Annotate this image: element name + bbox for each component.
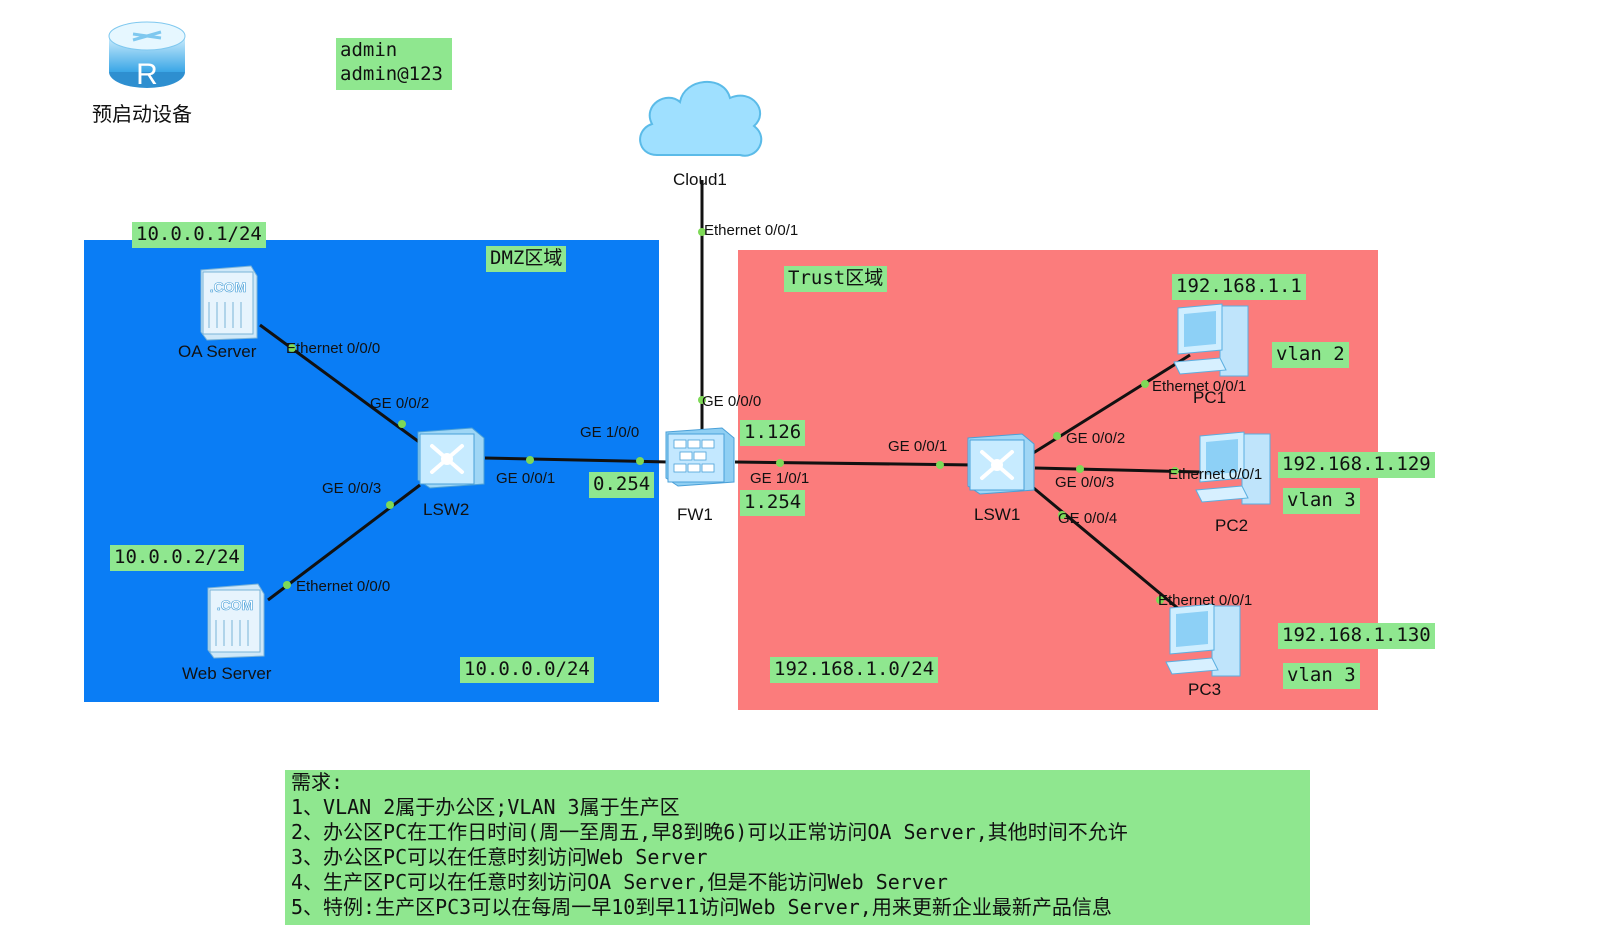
requirements-note: 需求: 1、VLAN 2属于办公区;VLAN 3属于生产区 2、办公区PC在工作… bbox=[285, 770, 1310, 925]
svg-text:.COM: .COM bbox=[217, 597, 254, 613]
lsw2-ge001-label: GE 0/0/1 bbox=[496, 470, 556, 487]
port-dot bbox=[386, 501, 394, 509]
web-server-icon[interactable]: .COM bbox=[200, 580, 270, 664]
requirement-item: 1、VLAN 2属于办公区;VLAN 3属于生产区 bbox=[291, 795, 680, 819]
fw-up-addr: 1.126 bbox=[740, 420, 806, 446]
requirement-item: 2、办公区PC在工作日时间(周一至周五,早8到晚6)可以正常访问OA Serve… bbox=[291, 820, 1128, 844]
requirement-item: 4、生产区PC可以在任意时刻访问OA Server,但是不能访问Web Serv… bbox=[291, 870, 948, 894]
oa-port-label: Ethernet 0/0/0 bbox=[286, 340, 381, 357]
pc1-name: PC1 bbox=[1193, 388, 1227, 407]
port-dot bbox=[288, 344, 296, 352]
lsw1-ge003-label: GE 0/0/3 bbox=[1055, 474, 1115, 491]
lsw2-ge002-label: GE 0/0/2 bbox=[370, 395, 430, 412]
link-fw-lsw1 bbox=[734, 460, 976, 467]
pc1-pc-icon[interactable] bbox=[1170, 300, 1260, 389]
pc2-pc-icon[interactable] bbox=[1192, 428, 1282, 517]
requirement-item: 5、特例:生产区PC3可以在每周一早10到早11访问Web Server,用来更… bbox=[291, 895, 1112, 919]
cloud-icon[interactable] bbox=[632, 60, 772, 174]
port-dot bbox=[1053, 432, 1061, 440]
svg-text:.COM: .COM bbox=[210, 279, 247, 295]
trust-zone bbox=[738, 250, 1378, 710]
fw-ge101-label: GE 1/0/1 bbox=[750, 470, 810, 487]
cloud-name: Cloud1 bbox=[673, 170, 727, 189]
fw-ge100-label: GE 1/0/0 bbox=[580, 424, 640, 441]
lsw1-switch-icon[interactable] bbox=[962, 428, 1038, 504]
pc2-name: PC2 bbox=[1215, 516, 1249, 535]
svg-text:R: R bbox=[136, 58, 158, 91]
pc1-port-label: Ethernet 0/0/1 bbox=[1152, 378, 1247, 395]
port-dot bbox=[1156, 596, 1164, 604]
oa-ip-label: 10.0.0.1/24 bbox=[132, 222, 266, 248]
fw-ge000-label: GE 0/0/0 bbox=[702, 393, 762, 410]
web-server-name: Web Server bbox=[182, 664, 272, 683]
fw-dmz-addr: 0.254 bbox=[589, 472, 655, 498]
fw-name: FW1 bbox=[677, 505, 713, 524]
port-dot bbox=[398, 420, 406, 428]
credentials-password: admin@123 bbox=[340, 63, 443, 85]
fw-down-addr: 1.254 bbox=[740, 490, 806, 516]
cloud-port-label: Ethernet 0/0/1 bbox=[704, 222, 799, 239]
predevice-label: 预启动设备 bbox=[92, 104, 192, 126]
firewall-icon[interactable] bbox=[660, 422, 740, 496]
port-dot bbox=[636, 457, 644, 465]
port-dot bbox=[1141, 380, 1149, 388]
lsw1-ge001-label: GE 0/0/1 bbox=[888, 438, 948, 455]
port-dot bbox=[936, 461, 944, 469]
port-dot bbox=[776, 459, 784, 467]
web-ip-label: 10.0.0.2/24 bbox=[110, 545, 244, 571]
lsw2-switch-icon[interactable] bbox=[412, 422, 488, 498]
port-dot bbox=[1171, 467, 1179, 475]
oa-server-name: OA Server bbox=[178, 342, 257, 361]
link-lsw1-pc3 bbox=[1029, 483, 1181, 612]
port-dot bbox=[283, 581, 291, 589]
router-icon: R bbox=[105, 14, 190, 96]
lsw2-ge003-label: GE 0/0/3 bbox=[322, 480, 382, 497]
credentials-user: admin bbox=[340, 39, 398, 61]
web-port-label: Ethernet 0/0/0 bbox=[296, 578, 391, 595]
link-lsw2-web bbox=[267, 483, 421, 602]
pc1-ip-label: 192.168.1.1 bbox=[1172, 274, 1306, 300]
dmz-network-label: 10.0.0.0/24 bbox=[460, 657, 594, 683]
pc3-name: PC3 bbox=[1188, 680, 1222, 699]
port-dot bbox=[698, 228, 706, 236]
trust-zone-title: Trust区域 bbox=[784, 266, 888, 292]
trust-network-label: 192.168.1.0/24 bbox=[770, 657, 939, 683]
link-oa-lsw2 bbox=[259, 323, 431, 452]
port-dot bbox=[526, 456, 534, 464]
port-dot bbox=[1058, 511, 1066, 519]
requirements-title: 需求: bbox=[291, 770, 344, 794]
pc3-ip-label: 192.168.1.130 bbox=[1278, 623, 1435, 649]
pc1-vlan-label: vlan 2 bbox=[1272, 342, 1349, 368]
pc3-vlan-label: vlan 3 bbox=[1283, 663, 1360, 689]
dmz-zone-title: DMZ区域 bbox=[486, 246, 567, 272]
lsw2-name: LSW2 bbox=[423, 500, 470, 519]
port-dot bbox=[1076, 465, 1084, 473]
dmz-zone bbox=[84, 240, 659, 702]
requirement-item: 3、办公区PC可以在任意时刻访问Web Server bbox=[291, 845, 708, 869]
pc3-pc-icon[interactable] bbox=[1162, 600, 1252, 689]
pc2-vlan-label: vlan 3 bbox=[1283, 488, 1360, 514]
pc2-port-label: Ethernet 0/0/1 bbox=[1168, 466, 1263, 483]
port-dot bbox=[698, 396, 706, 404]
pc2-ip-label: 192.168.1.129 bbox=[1278, 452, 1435, 478]
lsw1-name: LSW1 bbox=[974, 505, 1021, 524]
lsw1-ge002-label: GE 0/0/2 bbox=[1066, 430, 1126, 447]
lsw1-ge004-label: GE 0/0/4 bbox=[1058, 510, 1118, 527]
pc3-port-label: Ethernet 0/0/1 bbox=[1158, 592, 1253, 609]
oa-server-icon[interactable]: .COM bbox=[193, 262, 263, 346]
